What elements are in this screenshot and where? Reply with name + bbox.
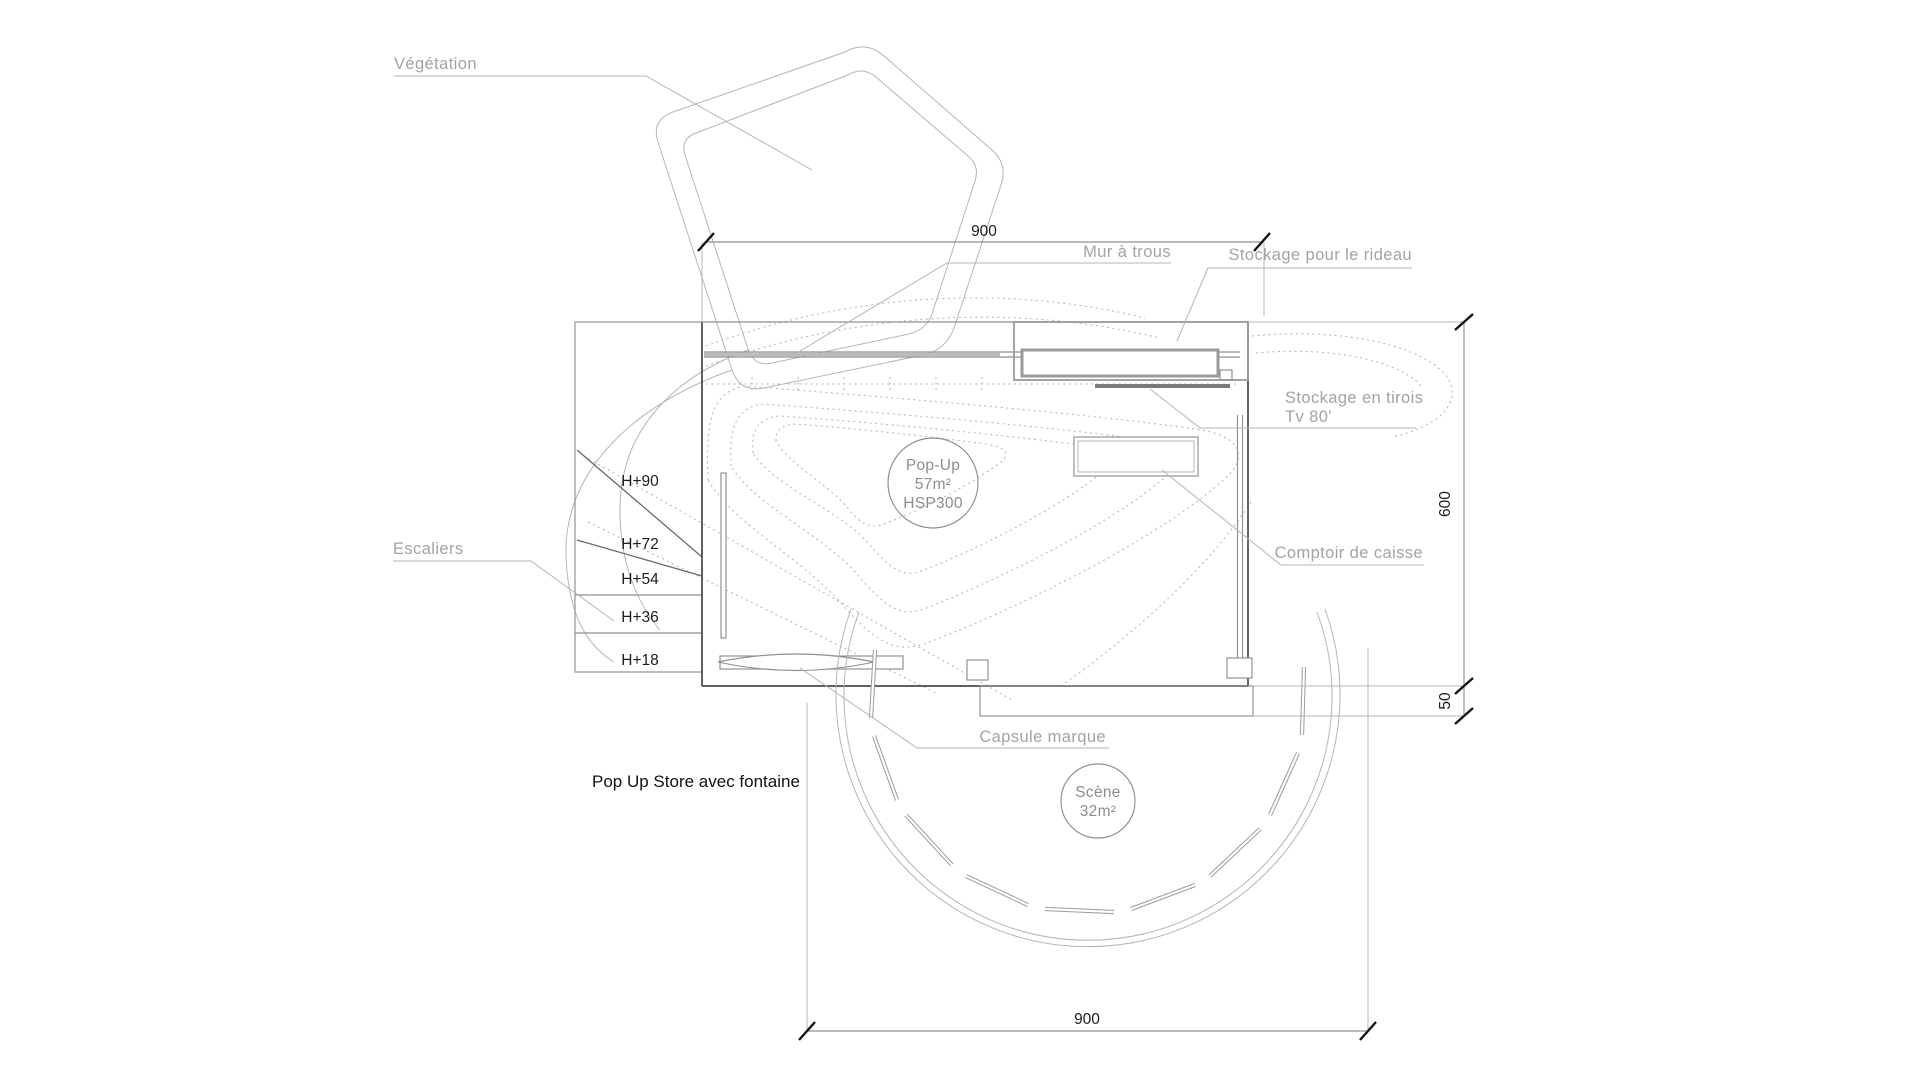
stage-inner-arc [843,611,1333,941]
height-label-h54: H+54 [621,571,659,588]
dimension-lines [697,232,1474,1041]
scene-zone-circle [1060,763,1136,839]
stage-plinth-rect [979,685,1254,717]
popup-zone-line3: HSP300 [903,495,963,512]
height-label-h18: H+18 [621,652,659,669]
bottom-dim-tick-right [1359,1021,1377,1041]
curtain-storage [1013,321,1249,388]
interior-fittings [717,415,1253,681]
escaliers-leader [393,560,615,622]
mur-a-trous-leader [794,262,1171,355]
popup-zone-line1: Pop-Up [906,457,960,474]
terrace-contour-4 [775,423,1007,527]
plan-texts: Végétation Mur à trous Stockage pour le … [393,55,1454,1028]
height-label-h36: H+36 [621,609,659,626]
top-dimension-value: 900 [971,223,997,240]
stockage-tiroirs-leader [1149,388,1416,429]
comptoir-leader [1161,469,1424,566]
capsule-label: Capsule marque [979,728,1106,746]
bottom-dim-tick-left [798,1021,816,1041]
vegetation-inner-shape [683,70,977,365]
curtain-storage-outer-box [1013,321,1249,381]
right-dimension-value: 600 [1437,491,1454,517]
terrace-contour-1 [706,385,1240,648]
stage-outer-arc [835,608,1341,948]
terrace-contour-2 [730,403,1178,613]
top-dim-tick-right [1253,232,1271,252]
stockage-tiroirs-label-line1: Stockage en tirois [1285,389,1423,407]
vegetation-dotted-right-1 [1251,333,1453,438]
stair-diagonal-1 [576,449,703,558]
vegetation-outer-shape [655,46,1004,390]
stockage-rideau-label: Stockage pour le rideau [1229,246,1412,264]
bottom-dimension-value: 900 [1074,1011,1100,1028]
store-enclosure [701,242,1254,717]
center-foot-block [966,659,989,681]
stage-area [835,608,1341,948]
mur-a-trous-label: Mur à trous [1083,243,1171,261]
stockage-tiroirs-label-line2: Tv 80' [1285,408,1332,426]
vegetation-dotted-bottom-right [1060,499,1253,687]
right-dim-tick-top [1454,313,1474,331]
comptoir-label: Comptoir de caisse [1275,544,1423,562]
escaliers-label: Escaliers [393,540,464,558]
display-panel-left [720,472,727,639]
callout-leaders [393,75,1424,749]
stockage-rideau-leader [1176,267,1412,342]
vegetation-label: Végétation [394,55,477,73]
right-dim-tick-bottom [1454,707,1474,725]
plan-title: Pop Up Store avec fontaine [592,772,800,791]
cash-counter-rect [1073,436,1199,477]
curtain-storage-inner-box [1020,348,1220,378]
stage-panel-cores [871,650,1304,912]
vegetation-dotted-top-1 [705,297,1146,347]
top-dim-tick-left [697,232,715,252]
vegetation-dotted-right-2 [1255,350,1423,388]
stair-diagonal-2 [576,539,703,577]
height-label-h90: H+90 [621,473,659,490]
storage-notch [1219,369,1233,381]
cash-counter-inner [1077,440,1195,473]
right-dim-tick-mid [1454,677,1474,695]
popup-zone-circle [887,437,979,529]
scene-zone-line2: 32m² [1080,803,1117,820]
right-panel-foot [1226,657,1253,679]
fountain-terrace-contours [583,297,1453,701]
capsule-leader [799,667,1109,749]
vegetation-outline [565,46,1004,663]
right-plinth-dimension-value: 50 [1437,692,1454,710]
vegetation-leader [394,75,813,171]
vegetation-wrap-curve-inner [619,349,749,631]
stage-panel-segments [868,649,1307,915]
height-label-h72: H+72 [621,536,659,553]
popup-zone-line2: 57m² [915,476,952,493]
scene-zone-line1: Scène [1075,784,1120,801]
